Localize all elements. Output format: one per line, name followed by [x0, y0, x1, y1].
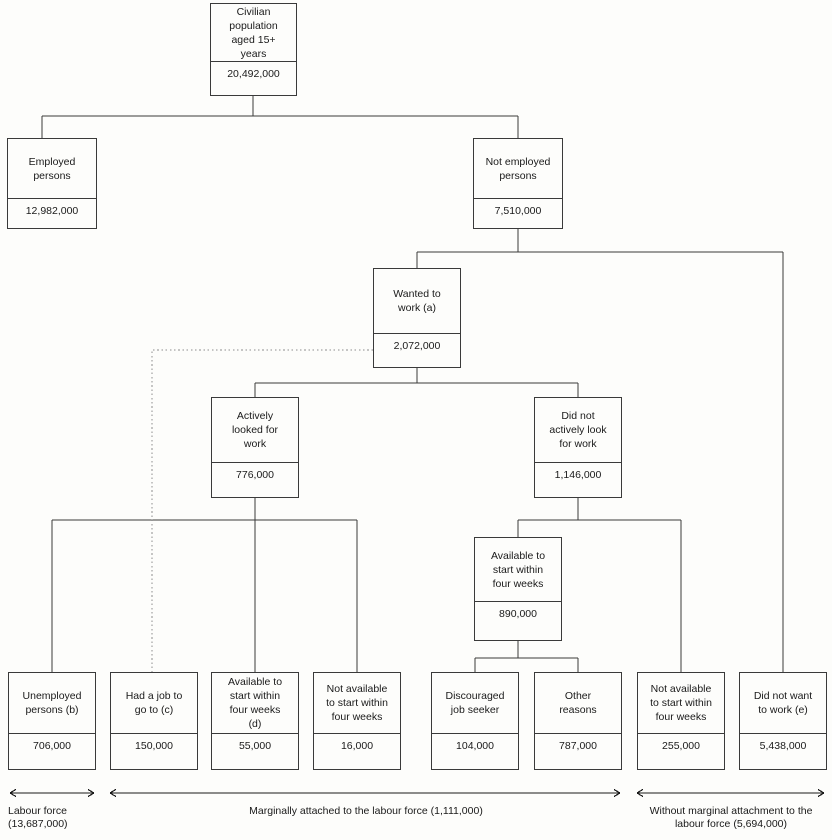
node-label: Did not want to work (e)	[740, 673, 826, 735]
node-label: Had a job to go to (c)	[111, 673, 197, 735]
node-label: Did not actively look for work	[535, 398, 621, 464]
node-other-reasons[interactable]: Other reasons 787,000	[534, 672, 622, 770]
node-value: 12,982,000	[25, 205, 79, 218]
bracket-label-labour-force: Labour force (13,687,000)	[8, 805, 68, 830]
node-value: 787,000	[559, 740, 597, 753]
node-not-available-to-start-within-four-weeks-16[interactable]: Not available to start within four weeks…	[313, 672, 401, 770]
node-value: 55,000	[238, 740, 272, 753]
node-value: 706,000	[33, 740, 71, 753]
node-label: Unemployed persons (b)	[9, 673, 95, 735]
node-label: Not employed persons	[474, 139, 562, 200]
node-had-a-job-to-go-to[interactable]: Had a job to go to (c) 150,000	[110, 672, 198, 770]
node-unemployed-persons[interactable]: Unemployed persons (b) 706,000	[8, 672, 96, 770]
node-label: Not available to start within four weeks	[314, 673, 400, 735]
node-label: Available to start within four weeks	[475, 538, 561, 603]
node-employed-persons[interactable]: Employed persons 12,982,000	[7, 138, 97, 229]
node-actively-looked-for-work[interactable]: Actively looked for work 776,000	[211, 397, 299, 498]
node-label: Available to start within four weeks (d)	[212, 673, 298, 735]
node-value: 776,000	[236, 469, 274, 482]
node-value: 2,072,000	[393, 340, 441, 353]
node-not-available-to-start-within-four-weeks-255[interactable]: Not available to start within four weeks…	[637, 672, 725, 770]
node-available-to-start-within-four-weeks-890[interactable]: Available to start within four weeks 890…	[474, 537, 562, 641]
node-value: 1,146,000	[554, 469, 602, 482]
node-not-employed-persons[interactable]: Not employed persons 7,510,000	[473, 138, 563, 229]
node-label: Civilian population aged 15+ years	[211, 4, 296, 62]
node-value: 16,000	[340, 740, 374, 753]
bracket-label-without-attachment: Without marginal attachment to the labou…	[649, 805, 813, 830]
node-did-not-actively-look-for-work[interactable]: Did not actively look for work 1,146,000	[534, 397, 622, 498]
node-label: Employed persons	[8, 139, 96, 200]
node-value: 890,000	[499, 608, 537, 621]
node-label: Actively looked for work	[212, 398, 298, 464]
bracket-label-marginally-attached: Marginally attached to the labour force …	[249, 805, 483, 817]
node-value: 150,000	[135, 740, 173, 753]
node-civilian-population[interactable]: Civilian population aged 15+ years 20,49…	[210, 3, 297, 96]
node-label: Other reasons	[535, 673, 621, 735]
node-value: 20,492,000	[227, 68, 280, 80]
node-value: 104,000	[456, 740, 494, 753]
node-value: 5,438,000	[759, 740, 807, 753]
bracket-arrows-labour-force	[9, 788, 95, 798]
node-did-not-want-to-work[interactable]: Did not want to work (e) 5,438,000	[739, 672, 827, 770]
node-wanted-to-work[interactable]: Wanted to work (a) 2,072,000	[373, 268, 461, 368]
node-label: Not available to start within four weeks	[638, 673, 724, 735]
bracket-arrows-without-attachment	[636, 788, 825, 798]
node-label: Discouraged job seeker	[432, 673, 518, 735]
node-value: 255,000	[662, 740, 700, 753]
node-available-to-start-within-four-weeks-55[interactable]: Available to start within four weeks (d)…	[211, 672, 299, 770]
node-discouraged-job-seeker[interactable]: Discouraged job seeker 104,000	[431, 672, 519, 770]
node-value: 7,510,000	[494, 205, 542, 218]
node-label: Wanted to work (a)	[374, 269, 460, 335]
bracket-arrows-marginally-attached	[109, 788, 621, 798]
